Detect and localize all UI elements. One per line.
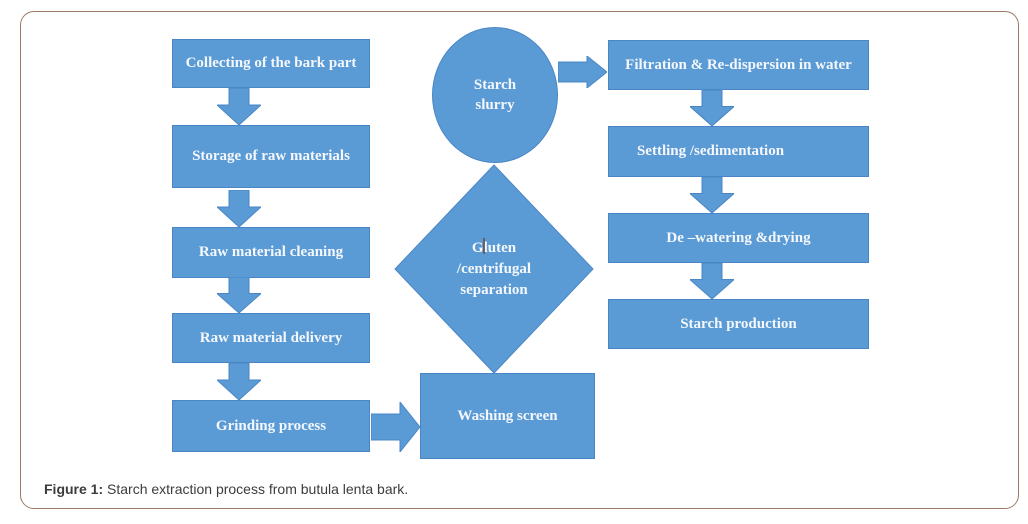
flow-step-label: Settling /sedimentation (636, 143, 785, 160)
right-arrow-icon (558, 56, 607, 88)
flow-step-label: Grinding process (215, 417, 327, 434)
down-arrow-icon (690, 263, 734, 299)
flow-step-label: Raw material delivery (199, 329, 343, 346)
flow-step-raw-material-delivery: Raw material delivery (172, 313, 370, 363)
flow-step-label: Collecting of the bark part (185, 55, 357, 72)
flow-decision-gluten-separation: Gluten /centrifugal separation (394, 164, 594, 374)
down-arrow-icon (217, 88, 261, 125)
flow-decision-label-line: Gluten (471, 239, 517, 256)
down-arrow-icon (690, 177, 734, 213)
flow-step-starch-production: Starch production (608, 299, 869, 349)
flow-step-label: Starch production (680, 315, 797, 332)
flow-step-label: De –watering &drying (666, 229, 811, 246)
flow-step-filtration-redispersion: Filtration & Re-dispersion in water (608, 40, 869, 90)
flow-step-collecting-bark: Collecting of the bark part (172, 39, 370, 88)
flow-step-raw-material-cleaning: Raw material cleaning (172, 227, 370, 278)
flow-decision-label: Gluten /centrifugal separation (457, 238, 531, 301)
down-arrow-icon (217, 190, 261, 227)
figure-caption: Figure 1: Starch extraction process from… (44, 481, 408, 497)
flow-decision-label-line: separation (460, 281, 528, 298)
flow-step-label: Washing screen (457, 407, 558, 424)
figure-caption-label: Figure 1: (44, 481, 104, 497)
flow-step-label: Raw material cleaning (198, 244, 344, 261)
down-arrow-icon (217, 363, 261, 400)
flow-step-label: Storage of raw materials (192, 148, 350, 165)
down-arrow-icon (690, 90, 734, 126)
flow-step-grinding-process: Grinding process (172, 400, 370, 452)
figure-caption-text: Starch extraction process from butula le… (103, 481, 409, 497)
right-arrow-icon (371, 402, 420, 452)
flow-step-washing-screen: Washing screen (420, 373, 595, 459)
flow-decision-label-line: /centrifugal (456, 260, 532, 277)
down-arrow-icon (217, 277, 261, 313)
flow-node-label-line: slurry (475, 97, 515, 113)
flow-node-starch-slurry: Starch slurry (432, 27, 558, 163)
flow-step-dewatering-drying: De –watering &drying (608, 213, 869, 263)
flow-node-label-line: Starch (473, 76, 517, 93)
flow-step-label: Filtration & Re-dispersion in water (625, 56, 852, 73)
text-cursor-artifact (483, 238, 485, 254)
flow-step-settling-sedimentation: Settling /sedimentation (608, 126, 869, 177)
flow-step-storage-raw-materials: Storage of raw materials (172, 125, 370, 188)
